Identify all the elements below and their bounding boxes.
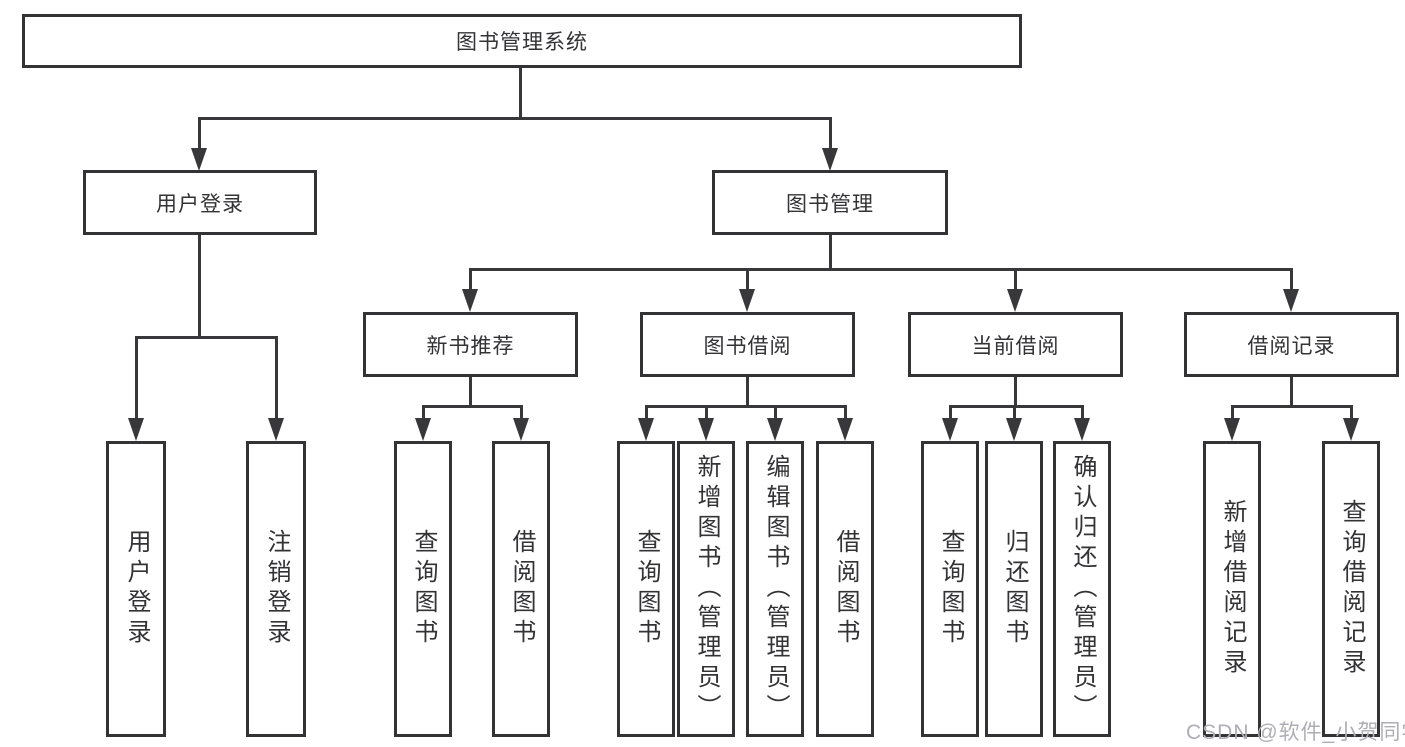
- node-new-book-rec: 新书推荐: [363, 312, 578, 377]
- arrow-down-icon: [837, 418, 853, 441]
- connector-line: [1290, 268, 1293, 292]
- arrow-down-icon: [822, 148, 838, 171]
- leaf-rec-borrow-books-label: 借阅图书: [508, 529, 535, 649]
- connector-line: [422, 405, 523, 408]
- arrow-down-icon: [739, 289, 755, 312]
- arrow-down-icon: [462, 289, 478, 312]
- leaf-cb-return-books-label: 归还图书: [1001, 529, 1028, 649]
- node-root-label: 图书管理系统: [456, 31, 588, 54]
- connector-line: [1081, 405, 1084, 421]
- connector-line: [829, 117, 832, 151]
- arrow-down-icon: [191, 148, 207, 171]
- connector-line: [519, 67, 522, 119]
- leaf-rec-query-books: 查询图书: [394, 441, 452, 737]
- connector-line: [1290, 375, 1293, 408]
- connector-line: [844, 405, 847, 421]
- leaf-rec-borrow-books: 借阅图书: [492, 441, 550, 737]
- arrow-down-icon: [1074, 418, 1090, 441]
- node-current-borrow: 当前借阅: [908, 312, 1123, 377]
- leaf-logout: 注销登录: [246, 441, 306, 737]
- node-root: 图书管理系统: [22, 14, 1022, 68]
- arrow-down-icon: [638, 418, 654, 441]
- connector-line: [422, 405, 425, 421]
- connector-line: [645, 405, 847, 408]
- arrow-down-icon: [128, 418, 144, 441]
- connector-line: [1231, 405, 1234, 421]
- node-current-borrow-label: 当前借阅: [971, 334, 1060, 358]
- connector-line: [1231, 405, 1353, 408]
- leaf-bb-add-books-label: 新增图书（管理员）: [693, 454, 720, 724]
- connector-line: [645, 405, 648, 421]
- leaf-user-login: 用户登录: [106, 441, 166, 737]
- connector-line: [949, 405, 1084, 408]
- leaf-cb-return-books: 归还图书: [985, 441, 1043, 737]
- connector-line: [1350, 405, 1353, 421]
- leaf-br-query-record-label: 查询借阅记录: [1338, 499, 1365, 679]
- leaf-cb-query-books-label: 查询图书: [937, 529, 964, 649]
- connector-line: [135, 336, 278, 339]
- arrow-down-icon: [415, 418, 431, 441]
- connector-line: [275, 336, 278, 421]
- connector-line: [1014, 375, 1017, 408]
- leaf-br-add-record-label: 新增借阅记录: [1219, 499, 1246, 679]
- node-user-login-label: 用户登录: [156, 192, 244, 216]
- connector-line: [198, 117, 201, 151]
- leaf-cb-confirm-return: 确认归还（管理员）: [1053, 441, 1111, 737]
- connector-line: [198, 233, 201, 339]
- leaf-bb-borrow-books-label: 借阅图书: [832, 529, 859, 649]
- connector-line: [829, 233, 832, 271]
- connector-line: [469, 268, 472, 292]
- connector-line: [1013, 405, 1016, 421]
- connector-line: [469, 268, 1293, 271]
- connector-line: [746, 268, 749, 292]
- leaf-cb-confirm-return-label: 确认归还（管理员）: [1069, 454, 1096, 724]
- arrow-down-icon: [942, 418, 958, 441]
- node-book-borrow-label: 图书借阅: [703, 334, 792, 358]
- leaf-bb-edit-books-label: 编辑图书（管理员）: [762, 454, 789, 724]
- node-book-mgmt-label: 图书管理: [786, 192, 874, 216]
- arrow-down-icon: [1343, 418, 1359, 441]
- leaf-br-add-record: 新增借阅记录: [1203, 441, 1261, 737]
- connector-line: [949, 405, 952, 421]
- arrow-down-icon: [1283, 289, 1299, 312]
- connector-line: [198, 117, 832, 120]
- connector-line: [746, 375, 749, 408]
- arrow-down-icon: [1007, 289, 1023, 312]
- leaf-bb-add-books: 新增图书（管理员）: [677, 441, 735, 737]
- node-borrow-record: 借阅记录: [1184, 312, 1399, 377]
- node-book-mgmt: 图书管理: [712, 170, 948, 235]
- leaf-br-query-record: 查询借阅记录: [1322, 441, 1380, 737]
- connector-line: [705, 405, 708, 421]
- node-user-login: 用户登录: [83, 170, 317, 235]
- node-book-borrow: 图书借阅: [640, 312, 855, 377]
- leaf-user-login-label: 用户登录: [123, 529, 150, 649]
- node-new-book-rec-label: 新书推荐: [426, 334, 515, 358]
- arrow-down-icon: [767, 418, 783, 441]
- connector-line: [520, 405, 523, 421]
- arrow-down-icon: [698, 418, 714, 441]
- connector-line: [469, 375, 472, 408]
- connector-line: [135, 336, 138, 421]
- leaf-cb-query-books: 查询图书: [921, 441, 979, 737]
- node-borrow-record-label: 借阅记录: [1247, 334, 1336, 358]
- connector-line: [774, 405, 777, 421]
- arrow-down-icon: [513, 418, 529, 441]
- leaf-bb-edit-books: 编辑图书（管理员）: [746, 441, 804, 737]
- leaf-bb-query-books: 查询图书: [617, 441, 675, 737]
- watermark: CSDN @软件_小贺同学: [1186, 721, 1405, 744]
- arrow-down-icon: [268, 418, 284, 441]
- arrow-down-icon: [1224, 418, 1240, 441]
- leaf-bb-query-books-label: 查询图书: [633, 529, 660, 649]
- leaf-rec-query-books-label: 查询图书: [410, 529, 437, 649]
- arrow-down-icon: [1006, 418, 1022, 441]
- connector-line: [1014, 268, 1017, 292]
- leaf-bb-borrow-books: 借阅图书: [816, 441, 874, 737]
- leaf-logout-label: 注销登录: [263, 529, 290, 649]
